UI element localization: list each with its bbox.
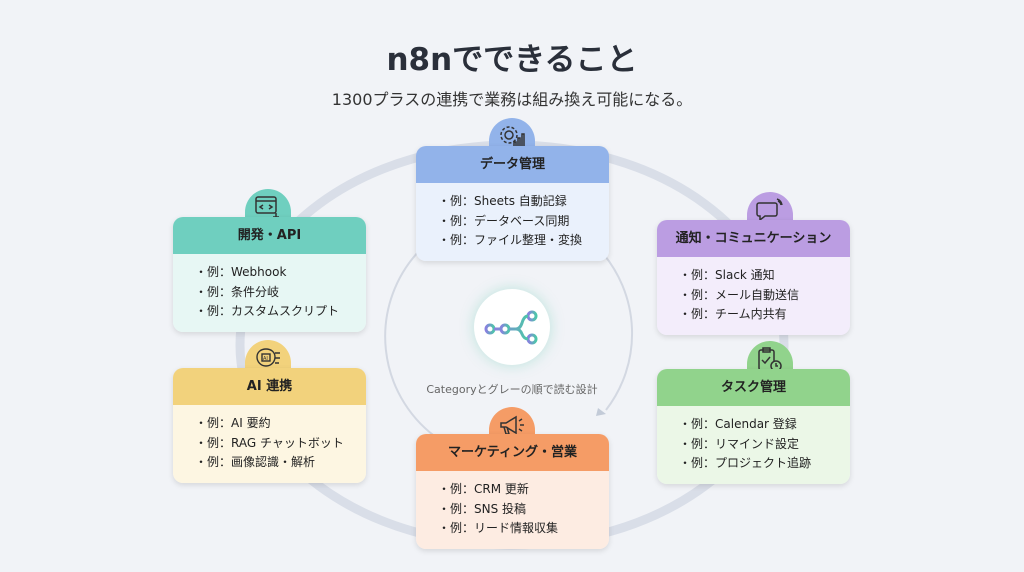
card-notification: 通知・コミュニケーション 例：Slack 通知例：メール自動送信例：チーム内共有 — [657, 220, 850, 335]
card-item: 例：RAG チャットボット — [195, 434, 344, 454]
card-item: 例：ファイル整理・変換 — [438, 231, 582, 251]
center-caption: Categoryとグレーの順で読む設計 — [426, 383, 598, 396]
card-item: 例：AI 要約 — [195, 414, 344, 434]
card-item: 例：SNS 投稿 — [438, 500, 558, 520]
card-title: 開発・API — [173, 217, 366, 254]
ai-brain-icon: AI — [256, 348, 280, 367]
arrow-head — [596, 408, 606, 416]
page-subtitle: 1300プラスの連携で業務は組み換え可能になる。 — [331, 90, 693, 109]
card-item: 例：Sheets 自動記録 — [438, 192, 582, 212]
card-title: データ管理 — [416, 146, 609, 183]
card-item: 例：リマインド設定 — [679, 435, 811, 455]
card-dev-api: 開発・API 例：Webhook例：条件分岐例：カスタムスクリプト — [173, 217, 366, 332]
card-item: 例：Calendar 登録 — [679, 415, 811, 435]
card-title: AI 連携 — [173, 368, 366, 405]
card-item: 例：画像認識・解析 — [195, 453, 344, 473]
card-item: 例：プロジェクト追跡 — [679, 454, 811, 474]
inner-arc-left — [384, 249, 441, 441]
page-title: n8nでできること — [386, 42, 638, 78]
card-ai: AI 連携 例：AI 要約例：RAG チャットボット例：画像認識・解析 — [173, 368, 366, 483]
svg-text:AI: AI — [263, 356, 268, 362]
card-item: 例：Slack 通知 — [679, 266, 799, 286]
card-data-management: データ管理 例：Sheets 自動記録例：データベース同期例：ファイル整理・変換 — [416, 146, 609, 261]
workflow-nodes-icon — [484, 310, 538, 345]
card-item: 例：Webhook — [195, 263, 339, 283]
inner-arc-right — [599, 249, 634, 411]
card-item: 例：メール自動送信 — [679, 286, 799, 306]
card-title: マーケティング・営業 — [416, 434, 609, 471]
n8n-logo — [474, 289, 550, 365]
card-marketing: マーケティング・営業 例：CRM 更新例：SNS 投稿例：リード情報収集 — [416, 434, 609, 549]
card-item: 例：条件分岐 — [195, 283, 339, 303]
card-task: タスク管理 例：Calendar 登録例：リマインド設定例：プロジェクト追跡 — [657, 369, 850, 484]
chat-bubble-icon — [756, 198, 783, 222]
card-item: 例：CRM 更新 — [438, 480, 558, 500]
card-item: 例：リード情報収集 — [438, 519, 558, 539]
card-item: 例：カスタムスクリプト — [195, 302, 339, 322]
code-plug-icon — [255, 196, 279, 218]
card-title: タスク管理 — [657, 369, 850, 406]
card-item: 例：チーム内共有 — [679, 305, 799, 325]
card-title: 通知・コミュニケーション — [657, 220, 850, 257]
card-item: 例：データベース同期 — [438, 212, 582, 232]
